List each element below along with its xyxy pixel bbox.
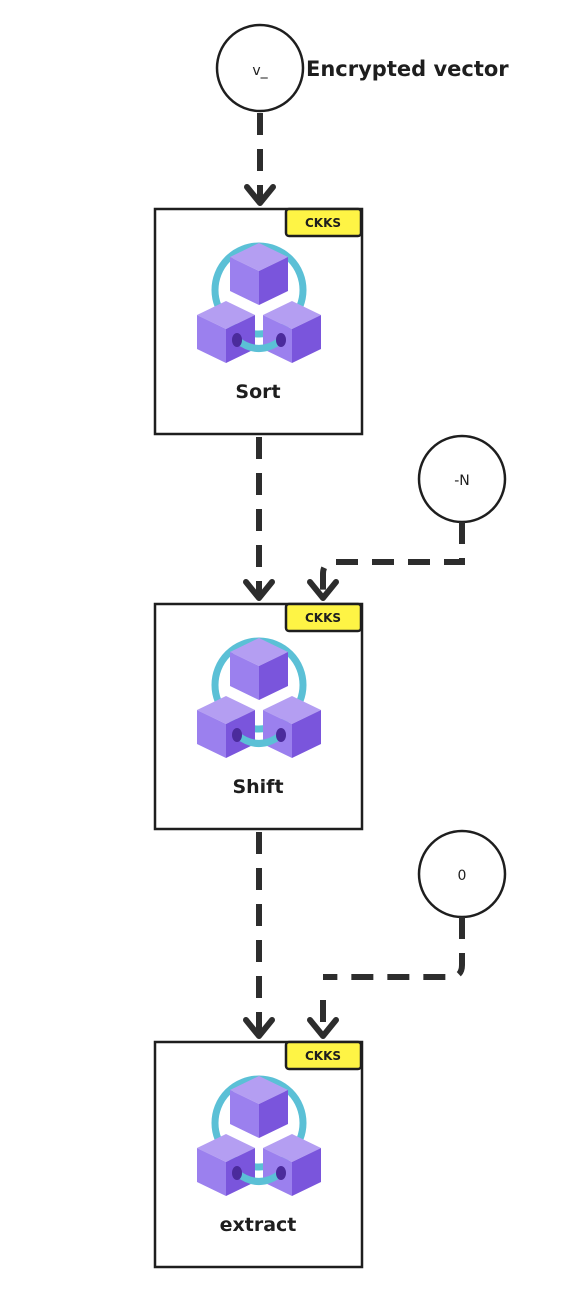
constant-label: -N <box>454 473 470 489</box>
input-label: v_ <box>252 63 268 79</box>
edge-neg-n-to-shift <box>310 522 465 598</box>
edge-input-to-sort <box>247 113 273 203</box>
input-annotation: Encrypted vector <box>306 57 509 81</box>
ckks-badge: CKKS <box>284 207 363 238</box>
node-extract: CKKS extract <box>153 1040 364 1269</box>
edge-zero-to-extract <box>310 917 465 1036</box>
node-sort: CKKS Sort <box>153 207 364 436</box>
ckks-badge: CKKS <box>284 602 363 633</box>
edge-shift-to-extract <box>246 832 272 1036</box>
badge-label: CKKS <box>305 1049 341 1063</box>
badge-label: CKKS <box>305 611 341 625</box>
badge-label: CKKS <box>305 216 341 230</box>
node-label: Shift <box>232 776 283 798</box>
constant-node-neg-n: -N <box>417 434 507 524</box>
node-label: Sort <box>235 381 280 403</box>
node-shift: CKKS Shift <box>153 602 364 831</box>
constant-label: 0 <box>458 868 467 884</box>
edge-sort-to-shift <box>246 437 272 598</box>
node-label: extract <box>220 1214 297 1236</box>
ckks-badge: CKKS <box>284 1040 363 1071</box>
constant-node-zero: 0 <box>417 829 507 919</box>
input-node: v_ <box>215 23 305 113</box>
